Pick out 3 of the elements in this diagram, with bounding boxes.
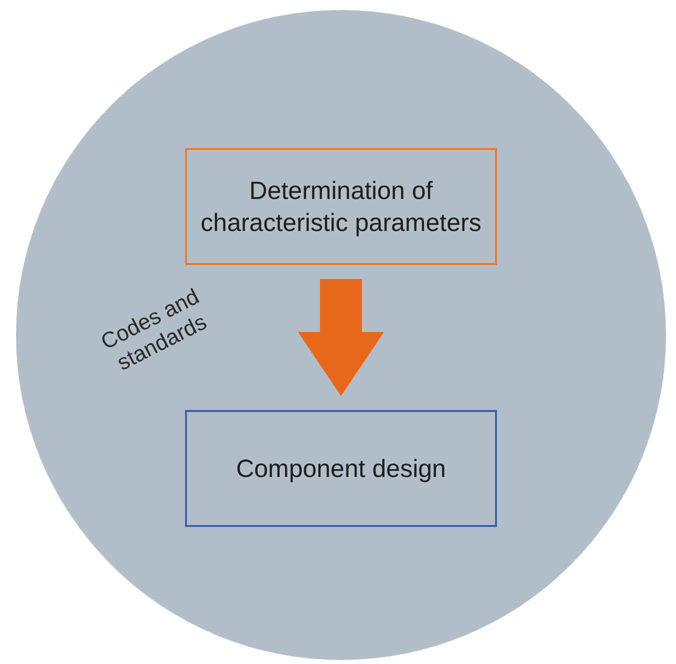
process-box: Determination of characteristic parameters (185, 148, 497, 265)
block-arrow (298, 279, 384, 396)
process-box: Component design (185, 410, 497, 527)
